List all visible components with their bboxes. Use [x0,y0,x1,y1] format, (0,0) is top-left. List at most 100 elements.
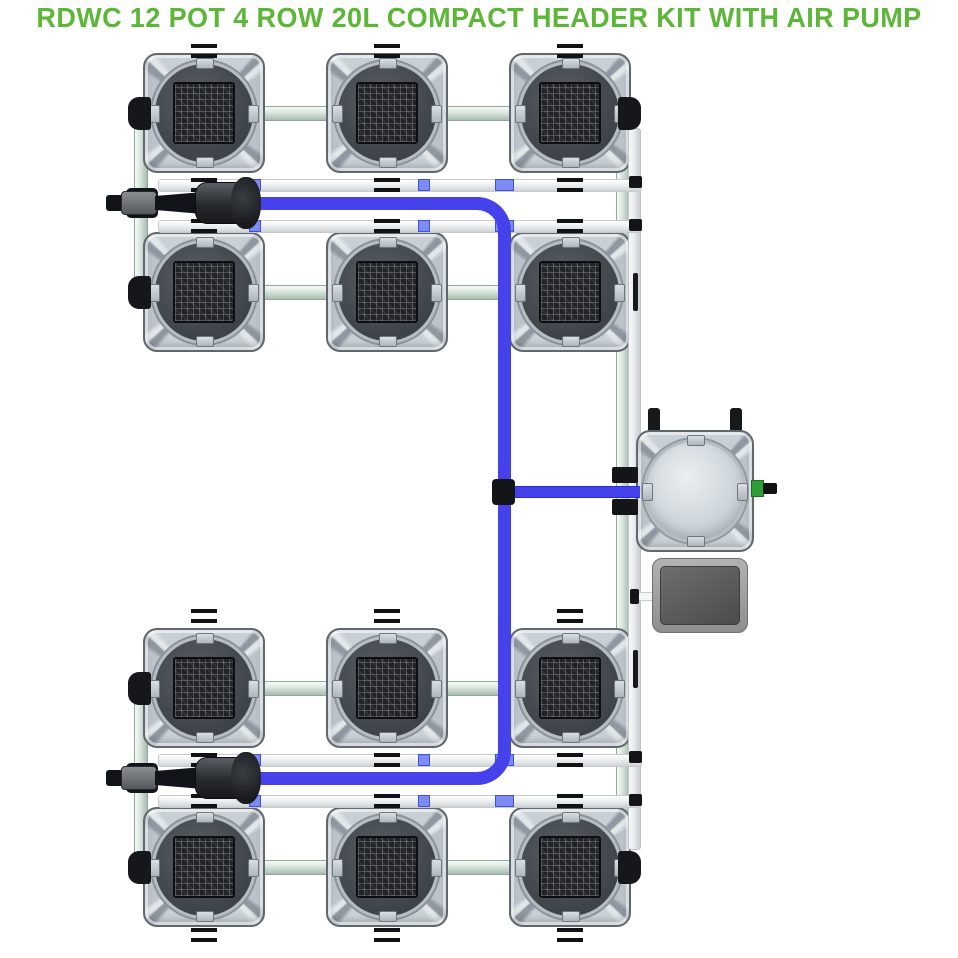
tank-inlet-fitting [612,467,638,483]
lid-tab [737,483,748,501]
lid-tab [196,732,214,743]
pot-r2c1 [143,232,265,352]
lid-tab [332,105,343,123]
tank-inlet-fitting [612,499,638,515]
lid-tab [562,157,580,168]
net-pot-mesh [173,82,235,144]
tank-lid [646,442,744,540]
lid-tab [379,336,397,347]
air-pump [652,558,748,633]
air-pump-face [660,566,740,625]
pot-r1c1 [143,53,265,173]
lid-tab [196,812,214,823]
lid-tab [431,105,442,123]
lid-tab [379,157,397,168]
lid-tab [332,680,343,698]
pot-r4c3 [509,807,631,927]
lid-tab [562,237,580,248]
lid-tab [431,680,442,698]
lid-tab [562,336,580,347]
lid-tab [515,284,526,302]
pot-inlet-elbow [618,851,641,884]
lid-tab [379,58,397,69]
circulation-pump-top-union-nut [121,191,157,215]
net-pot-mesh [173,657,235,719]
pipe-junction [629,751,642,763]
pot-inlet-elbow [128,276,151,309]
pipe-clip [557,44,583,58]
header-tank [636,430,754,552]
lid-tab [614,284,625,302]
pipe-clip [374,609,400,623]
pipe-junction [629,219,642,231]
lid-tab [196,157,214,168]
pipe-clip [374,178,400,192]
pot-r4c1 [143,807,265,927]
lid-tab [379,812,397,823]
recirculation-tube [252,197,511,785]
lid-tab [379,633,397,644]
tube-tee-fitting [492,479,515,505]
lid-tab [379,237,397,248]
lid-tab [562,58,580,69]
pipe-clip [374,219,400,233]
pipe-clip [557,753,583,767]
pipe-clip [191,609,217,623]
tank-feed-tube [506,486,640,498]
tank-post [648,408,660,432]
lid-tab [687,435,705,446]
pipe-clip [374,44,400,58]
pipe-clip [557,794,583,808]
lid-tab [687,536,705,547]
pipe-slot [633,650,638,688]
lid-tab [562,812,580,823]
pipe-clip [557,609,583,623]
pipe-clip [374,753,400,767]
lid-tab [431,284,442,302]
pipe-junction [629,176,642,188]
pot-inlet-elbow [128,97,151,130]
circulation-pump-bottom-cone [155,767,197,789]
pipe-connector-blue [495,795,514,807]
pot-r3c1 [143,628,265,748]
pipe-clip [374,794,400,808]
net-pot-mesh [356,836,418,898]
valve-handle [763,483,777,494]
pipe-clip [557,178,583,192]
circulation-pump-top-head [231,177,261,229]
lid-tab [332,859,343,877]
pipe-connector-blue [418,754,430,766]
pipe-connector-blue [418,220,430,232]
lid-tab [248,284,259,302]
net-pot-mesh [356,657,418,719]
net-pot-mesh [539,82,601,144]
circulation-pump-bottom-head [231,752,261,804]
lid-tab [562,633,580,644]
inter-pot-pipe [443,860,513,875]
lid-tab [196,633,214,644]
pipe-connector-blue [418,795,430,807]
product-title: RDWC 12 POT 4 ROW 20L COMPACT HEADER KIT… [36,2,922,34]
lid-tab [515,105,526,123]
lid-tab [196,911,214,922]
lid-tab [614,680,625,698]
pipe-slot [633,273,638,311]
lid-tab [196,58,214,69]
lid-tab [515,859,526,877]
inter-pot-pipe [261,106,331,121]
pot-inlet-elbow [618,97,641,130]
net-pot-mesh [356,82,418,144]
pot-inlet-elbow [128,851,151,884]
lid-tab [562,911,580,922]
pot-r4c2 [326,807,448,927]
lid-tab [248,859,259,877]
net-pot-mesh [173,836,235,898]
pipe-connector-blue [418,179,430,191]
lid-tab [196,237,214,248]
lid-tab [642,483,653,501]
pot-r3c3 [509,628,631,748]
lid-tab [379,732,397,743]
pipe-clip [374,928,400,942]
pot-r3c2 [326,628,448,748]
